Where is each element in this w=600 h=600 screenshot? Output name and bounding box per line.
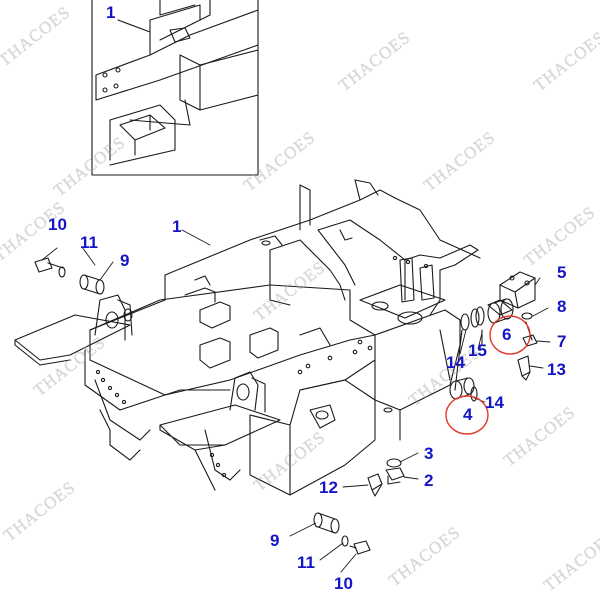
callout-11-bottom: 11	[297, 553, 315, 572]
part-2-plug	[385, 467, 405, 485]
part-8-washer	[521, 312, 533, 320]
highlight-circle-6	[489, 315, 531, 355]
callout-6: 6	[502, 325, 512, 344]
bottom-pin-assembly	[313, 512, 371, 555]
callout-9-bottom: 9	[270, 531, 280, 550]
part-3-washer	[386, 458, 402, 468]
callout-13: 13	[547, 360, 566, 379]
callout-1: 1	[172, 217, 182, 236]
detail-inset	[91, 0, 259, 176]
callout-5: 5	[557, 263, 567, 282]
callout-14-lower: 14	[485, 393, 504, 412]
top-pin-assembly	[34, 257, 105, 295]
callout-12: 12	[319, 478, 338, 497]
highlight-circle-4	[445, 395, 489, 435]
part-14-seal-lower	[470, 386, 478, 402]
callout-10-top: 10	[48, 215, 67, 234]
part-12-fitting	[367, 473, 383, 497]
callout-3: 3	[424, 444, 434, 463]
part-6-bushing	[487, 298, 514, 324]
callout-9-top: 9	[120, 251, 130, 270]
callout-4: 4	[463, 405, 473, 424]
part-13-fitting	[517, 355, 531, 381]
callout-11-top: 11	[80, 233, 98, 252]
callout-14-upper: 14	[446, 353, 465, 372]
callout-8: 8	[557, 297, 567, 316]
part-15-shims	[470, 306, 485, 346]
part-14-seal-upper	[460, 313, 470, 331]
callout-15: 15	[468, 341, 487, 360]
main-frame	[14, 179, 481, 496]
part-5-bracket	[499, 271, 536, 309]
callout-10-bottom: 10	[334, 574, 353, 593]
callout-2: 2	[424, 471, 434, 490]
callout-detail-1: 1	[106, 3, 116, 22]
callout-7: 7	[557, 332, 567, 351]
highlight-circles	[445, 315, 531, 435]
